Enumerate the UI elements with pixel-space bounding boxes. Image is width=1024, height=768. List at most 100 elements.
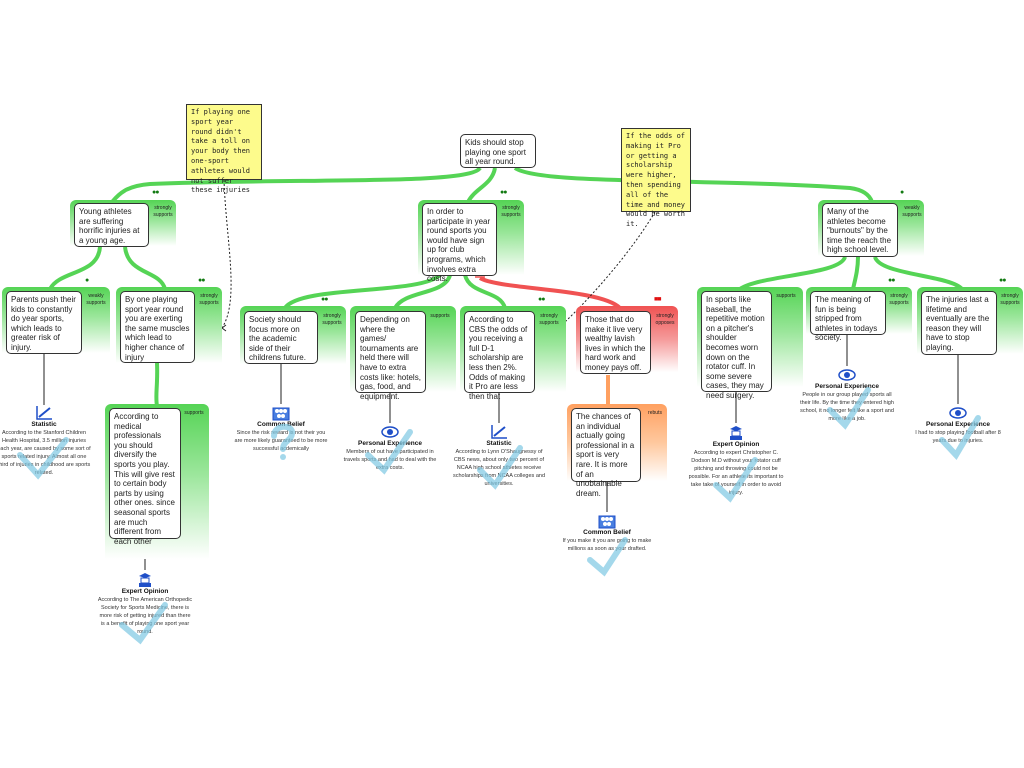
rebuttal-text: The chances of an individual actually go… xyxy=(576,412,635,498)
strength-indicator: ●● xyxy=(500,189,508,196)
evidence-c1[interactable]: Expert Opinion According to expert Chris… xyxy=(688,425,784,497)
reason-b2[interactable]: Depending on where the games/ tournament… xyxy=(355,311,426,401)
reason-c1[interactable]: In sports like baseball, the repetitive … xyxy=(701,291,772,400)
relation-label: supports xyxy=(776,293,796,299)
group-icon xyxy=(272,407,290,421)
evidence-type: Statistic xyxy=(31,421,57,428)
reason-b3[interactable]: According to CBS the odds of you receivi… xyxy=(464,311,535,401)
link-b-b2 xyxy=(393,274,452,310)
note-1[interactable]: If playing one sport year round didn't t… xyxy=(186,104,262,194)
evidence-a1[interactable]: Statistic According to the Stanford Chil… xyxy=(0,405,92,477)
evidence-type: Personal Experience xyxy=(926,421,990,428)
evidence-c3[interactable]: Personal Experience I had to stop playin… xyxy=(910,405,1006,445)
reason-text: In order to participate in year round sp… xyxy=(427,207,491,284)
evidence-text: According to the Stanford Children Healt… xyxy=(0,430,91,476)
arrowhead xyxy=(221,324,227,332)
strength-indicator: ●● xyxy=(999,277,1007,284)
evidence-type: Personal Experience xyxy=(815,383,879,390)
relation-label: strongly supports xyxy=(539,313,559,326)
note-text: If the odds of making it Pro or getting … xyxy=(626,132,686,229)
expert-icon xyxy=(730,426,742,440)
relation-label: strongly supports xyxy=(322,313,342,326)
evidence-type: Common Belief xyxy=(583,529,631,536)
rebuttal-b4a[interactable]: The chances of an individual actually go… xyxy=(571,408,641,498)
strength-indicator: ● xyxy=(900,189,904,196)
reason-c[interactable]: Many of the athletes become "burnouts" b… xyxy=(822,203,898,257)
root-claim[interactable]: Kids should stop playing one sport all y… xyxy=(460,134,536,168)
reason-a1[interactable]: Parents push their kids to constantly do… xyxy=(6,291,82,354)
eye-icon xyxy=(949,407,967,419)
expert-icon xyxy=(139,573,151,587)
chart-icon xyxy=(36,406,52,420)
evidence-text: Since the risk reward is not their you a… xyxy=(234,430,328,452)
strength-indicator: ●● xyxy=(538,296,546,303)
chart-icon xyxy=(491,425,507,439)
evidence-text: Members of out have participated in trav… xyxy=(343,449,437,471)
reason-a2a[interactable]: According to medical professionals you s… xyxy=(109,408,181,546)
root-claim-text: Kids should stop playing one sport all y… xyxy=(465,138,526,167)
relation-label: strongly supports xyxy=(1000,293,1020,306)
group-icon xyxy=(598,515,616,529)
strength-indicator: ●● xyxy=(198,277,206,284)
reason-text: According to medical professionals you s… xyxy=(114,412,175,546)
link-c-c1 xyxy=(738,255,847,291)
link-root-c xyxy=(513,166,874,203)
reason-text: Many of the athletes become "burnouts" b… xyxy=(827,207,892,255)
link-a-a1 xyxy=(48,246,102,291)
link-root-b xyxy=(466,167,497,204)
reason-c2[interactable]: The meaning of fun is being stripped fro… xyxy=(810,291,886,342)
relation-label: weakly supports xyxy=(86,293,106,306)
reason-text: The injuries last a lifetime and eventua… xyxy=(926,295,990,352)
objection-b4[interactable]: Those that do make it live very wealthy … xyxy=(580,311,651,374)
relation-label: rebuts xyxy=(648,410,662,416)
reason-b1[interactable]: Society should focus more on the academi… xyxy=(244,311,318,364)
evidence-type: Expert Opinion xyxy=(121,588,169,595)
relation-label: strongly supports xyxy=(889,293,909,306)
link-b-b4 xyxy=(478,276,622,310)
evidence-a2a[interactable]: Expert Opinion According to The American… xyxy=(97,572,193,636)
relation-label: strongly supports xyxy=(199,293,219,306)
relation-label: strongly supports xyxy=(501,205,521,218)
reason-text: Parents push their kids to constantly do… xyxy=(11,295,76,352)
evidence-b2[interactable]: Personal Experience Members of out have … xyxy=(342,424,438,472)
relation-label: supports xyxy=(184,410,204,416)
note-text: If playing one sport year round didn't t… xyxy=(191,108,251,195)
evidence-text: According to expert Christopher C. Dodso… xyxy=(688,450,784,496)
evidence-text: According to The American Orthopedic Soc… xyxy=(97,597,193,635)
link-b-b1 xyxy=(283,273,442,310)
strength-indicator: ●● xyxy=(152,189,160,196)
evidence-text: I had to stop playing football after 8 y… xyxy=(915,430,1001,444)
evidence-text: According to Lynn O'Shaugnessy of CBS ne… xyxy=(452,449,545,487)
support-links xyxy=(48,166,964,407)
reason-a2[interactable]: By one playing sport year round you are … xyxy=(120,291,195,363)
strength-indicator: ■■ xyxy=(654,296,662,303)
relation-label: strongly opposes xyxy=(655,313,675,326)
eye-icon xyxy=(838,369,856,381)
link-c-c2 xyxy=(851,256,860,290)
reason-b[interactable]: In order to participate in year round sp… xyxy=(422,203,497,283)
evidence-type: Expert Opinion xyxy=(712,441,760,448)
evidence-text: If you make it you are going to make mil… xyxy=(562,538,652,552)
reason-text: The meaning of fun is being stripped fro… xyxy=(815,295,878,343)
reason-a[interactable]: Young athletes are suffering horrific in… xyxy=(74,203,149,247)
evidence-c2[interactable]: Personal Experience People in our group … xyxy=(799,367,895,423)
relation-label: weakly supports xyxy=(902,205,922,218)
reason-text: In sports like baseball, the repetitive … xyxy=(706,295,765,400)
link-a2-a2a xyxy=(154,362,160,407)
strength-indicator: ●● xyxy=(888,277,896,284)
link-a-a2 xyxy=(123,246,167,290)
evidence-b3[interactable]: Statistic According to Lynn O'Shaugnessy… xyxy=(451,424,547,488)
evidence-text: People in our group played sports all th… xyxy=(800,392,894,422)
note-2[interactable]: If the odds of making it Pro or getting … xyxy=(621,128,691,228)
strength-indicator: ●● xyxy=(321,296,329,303)
eye-icon xyxy=(381,426,399,438)
reason-text: Young athletes are suffering horrific in… xyxy=(79,207,140,245)
link-b-b3 xyxy=(463,274,507,309)
objection-text: Those that do make it live very wealthy … xyxy=(585,315,646,372)
link-root-a xyxy=(110,166,482,204)
evidence-b4a[interactable]: Common Belief If you make it you are goi… xyxy=(559,513,655,553)
reason-c3[interactable]: The injuries last a lifetime and eventua… xyxy=(921,291,997,355)
evidence-b1[interactable]: Common Belief Since the risk reward is n… xyxy=(233,405,329,453)
